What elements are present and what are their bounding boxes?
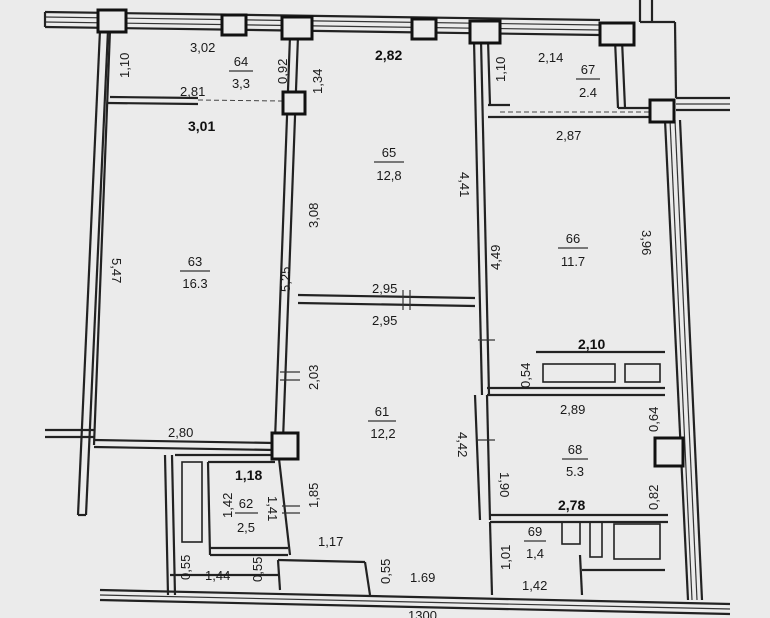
dim-label: 1300 — [408, 608, 437, 618]
room-64: 64 3,3 — [229, 54, 253, 91]
room-61-number: 61 — [375, 404, 389, 419]
dim-label: 0,55 — [378, 559, 393, 584]
dim-label: 1,90 — [497, 472, 512, 497]
dim-label: 3,08 — [306, 203, 321, 228]
room-69: 69 1,4 — [524, 524, 546, 561]
room-68-number: 68 — [568, 442, 582, 457]
room-65: 65 12,8 — [374, 145, 404, 183]
room-65-area: 12,8 — [376, 168, 401, 183]
dim-label: 3,01 — [188, 118, 215, 134]
room-66-area: 11.7 — [561, 254, 585, 269]
dimensions: 3,02 2,82 2,14 2,81 3,01 2,87 2,95 2,95 … — [168, 40, 605, 618]
room-67-number: 67 — [581, 62, 595, 77]
room-66-number: 66 — [566, 231, 580, 246]
dim-label: 0,55 — [178, 555, 193, 580]
dim-label: 1,17 — [318, 534, 343, 549]
dim-label: 3,02 — [190, 40, 215, 55]
room-62-number: 62 — [239, 496, 253, 511]
room-61-area: 12,2 — [370, 426, 395, 441]
dim-label: 0,64 — [646, 407, 661, 432]
room-63-area: 16.3 — [182, 276, 207, 291]
dim-label: 2,82 — [375, 47, 402, 63]
dim-label: 0,82 — [646, 485, 661, 510]
dim-label: 1,10 — [493, 57, 508, 82]
dim-label: 0,55 — [250, 557, 265, 582]
room-62: 62 2,5 — [235, 496, 258, 535]
dim-label: 1,01 — [498, 545, 513, 570]
dim-label: 5,25 — [278, 267, 293, 292]
room-69-number: 69 — [528, 524, 542, 539]
dim-label: 2,95 — [372, 313, 397, 328]
dim-label: 2,80 — [168, 425, 193, 440]
room-68-area: 5.3 — [566, 464, 584, 479]
dim-label: 4,42 — [455, 432, 470, 457]
dim-label: 1,44 — [205, 568, 230, 583]
room-64-area: 3,3 — [232, 76, 250, 91]
dim-label: 4,41 — [457, 172, 472, 197]
room-62-area: 2,5 — [237, 520, 255, 535]
room-labels: 61 12,2 62 2,5 63 16.3 64 3,3 65 12,8 66… — [180, 54, 600, 561]
dim-label: 4,49 — [488, 245, 503, 270]
dim-label: 0,92 — [275, 59, 290, 84]
dim-label: 2,81 — [180, 84, 205, 99]
room-69-area: 1,4 — [526, 546, 544, 561]
dim-label: 1,42 — [220, 493, 235, 518]
dim-label: 1,34 — [310, 69, 325, 94]
dim-label: 3,96 — [639, 230, 654, 255]
dim-label: 1,41 — [265, 496, 280, 521]
dimensions-vertical: 1,10 0,92 1,34 1,10 4,41 3,08 5,47 5,25 … — [109, 53, 661, 584]
dim-label: 1,42 — [522, 578, 547, 593]
dim-label: 1,85 — [306, 483, 321, 508]
room-61: 61 12,2 — [368, 404, 396, 441]
room-64-number: 64 — [234, 54, 248, 69]
room-68: 68 5.3 — [562, 442, 588, 479]
walls — [43, 0, 731, 616]
dim-label: 1.69 — [410, 570, 435, 585]
dim-label: 0,54 — [518, 363, 533, 388]
room-63: 63 16.3 — [180, 254, 210, 291]
dim-label: 2,87 — [556, 128, 581, 143]
columns — [96, 8, 685, 468]
room-63-number: 63 — [188, 254, 202, 269]
tick-marks — [280, 290, 495, 514]
dim-label: 2,10 — [578, 336, 605, 352]
room-66: 66 11.7 — [558, 231, 588, 269]
dim-label: 2,89 — [560, 402, 585, 417]
dim-label: 5,47 — [109, 258, 124, 283]
dim-label: 2,03 — [306, 365, 321, 390]
room-67-area: 2.4 — [579, 85, 597, 100]
dim-label: 2,78 — [558, 497, 585, 513]
dim-label: 2,14 — [538, 50, 563, 65]
dim-label: 2,95 — [372, 281, 397, 296]
dim-label: 1,10 — [117, 53, 132, 78]
dim-label: 1,18 — [235, 467, 262, 483]
room-67: 67 2.4 — [576, 62, 600, 100]
room-65-number: 65 — [382, 145, 396, 160]
